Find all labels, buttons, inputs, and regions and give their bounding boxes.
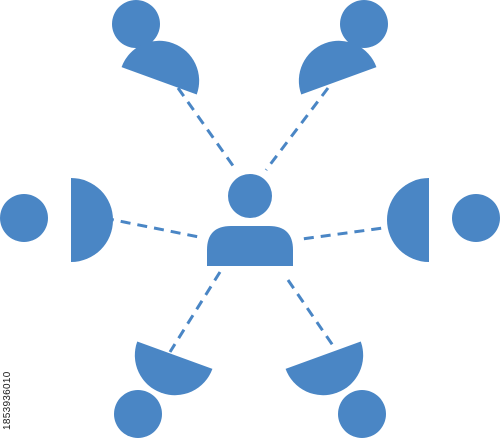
center-person-head (228, 174, 272, 218)
person-top-right-body (298, 40, 377, 95)
person-bottom-left-icon (114, 341, 213, 438)
center-person-icon (207, 174, 293, 266)
person-top-left-body (121, 40, 200, 95)
person-top-right-icon (298, 0, 388, 95)
person-top-right-head (340, 0, 388, 48)
connector-line-4 (301, 224, 399, 241)
stock-id-watermark: 1853936010 (0, 0, 14, 440)
person-right-icon (387, 178, 500, 262)
connector-line-5 (168, 271, 222, 353)
connector-line-1 (176, 87, 238, 171)
connections (103, 87, 399, 353)
person-top-left-icon (112, 0, 200, 95)
person-left-icon (0, 178, 113, 262)
center-person-body (207, 226, 293, 266)
person-bottom-left-body (134, 341, 213, 396)
person-right-head (452, 194, 500, 242)
person-left-body (71, 178, 113, 262)
person-bottom-right-body (285, 341, 364, 396)
person-bottom-right-head (338, 390, 386, 438)
person-right-body (387, 178, 429, 262)
connector-line-2 (264, 87, 330, 171)
person-top-left-head (112, 0, 160, 48)
connector-line-6 (286, 279, 338, 351)
person-left-head (0, 194, 48, 242)
connector-line-3 (103, 216, 205, 240)
person-bottom-left-head (114, 390, 162, 438)
stock-id-text: 1853936010 (2, 371, 13, 430)
person-bottom-right-icon (285, 341, 386, 438)
